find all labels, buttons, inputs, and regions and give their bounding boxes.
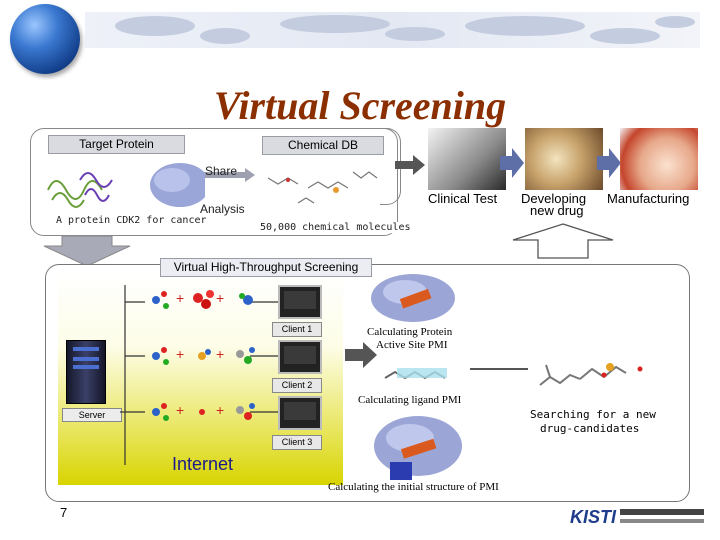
search-arrow — [470, 368, 528, 370]
protein-active-site-image — [371, 274, 455, 322]
computer-icon — [278, 396, 322, 430]
world-map-strip — [85, 12, 700, 48]
molecule-icon — [152, 403, 255, 421]
globe-icon — [10, 4, 80, 74]
calc-active-site-line1: Calculating Protein — [367, 326, 453, 338]
client-label-1: Client 1 — [272, 322, 322, 337]
clinical-test-label: Clinical Test — [428, 191, 498, 206]
internet-label: Internet — [172, 454, 234, 474]
molecule-row-2 — [148, 342, 258, 370]
vhts-header: Virtual High-Throughput Screening — [160, 258, 372, 277]
world-map-icon — [115, 15, 695, 44]
kisti-logo-icon: KISTI — [570, 507, 704, 527]
molecule-icon — [152, 290, 253, 309]
target-protein-label: Target Protein — [48, 135, 185, 154]
calc-initial-label: Calculating the initial structure of PMI — [328, 481, 499, 493]
molecule-icon — [152, 347, 255, 365]
candidate-molecule-image — [539, 363, 643, 386]
protein-structure-image — [47, 163, 205, 208]
arrow-right-icon — [395, 155, 425, 175]
computer-icon — [278, 340, 322, 374]
client-label-3: Client 3 — [272, 435, 322, 450]
molecule-row-3 — [148, 398, 258, 426]
initial-structure-image — [374, 416, 462, 480]
developing-label-line2: new drug — [530, 203, 584, 218]
plus-sign: + — [176, 290, 185, 306]
plus-sign: + — [216, 290, 225, 306]
svg-text:KISTI: KISTI — [570, 507, 617, 527]
server-icon — [66, 340, 106, 404]
down-arrow-icon — [43, 236, 131, 266]
share-arrow-icon — [185, 168, 255, 182]
arrow-right-icon — [500, 148, 524, 178]
network-lines — [120, 285, 278, 465]
plus-sign: + — [176, 346, 185, 362]
chemical-db-label: Chemical DB — [262, 136, 384, 155]
server-label: Server — [62, 408, 122, 422]
searching-line2: drug-candidates — [540, 422, 640, 435]
calc-active-site-line2: Active Site PMI — [376, 339, 448, 351]
developing-label-line1: Developing — [521, 191, 587, 206]
computer-icon — [278, 285, 322, 319]
up-arrow-icon — [512, 223, 614, 259]
analysis-label: Analysis — [200, 202, 245, 216]
molecules-caption: 50,000 chemical molecules — [258, 222, 413, 233]
manufacturing-image — [620, 128, 698, 190]
ligand-image — [384, 368, 447, 380]
clinical-test-image — [428, 128, 506, 190]
protein-caption: A protein CDK2 for cancer — [56, 215, 207, 226]
share-label: Share — [205, 164, 238, 178]
searching-line1: Searching for a new — [530, 408, 656, 421]
page-number: 7 — [60, 505, 68, 520]
slide-title: Virtual Screening — [213, 83, 507, 128]
plus-sign: + — [216, 402, 225, 418]
plus-sign: + — [216, 346, 225, 362]
molecule-row-1 — [148, 286, 258, 314]
arrow-right-icon — [597, 148, 621, 178]
manufacturing-label: Manufacturing — [607, 191, 690, 206]
developing-drug-image — [525, 128, 603, 190]
kisti-logo: KISTI — [568, 503, 708, 531]
calc-ligand-label: Calculating ligand PMI — [358, 394, 462, 406]
client-label-2: Client 2 — [272, 378, 322, 393]
chemical-molecules-image — [267, 171, 378, 204]
plus-sign: + — [176, 402, 185, 418]
arrow-right-icon — [345, 342, 377, 368]
header-banner — [0, 0, 720, 80]
